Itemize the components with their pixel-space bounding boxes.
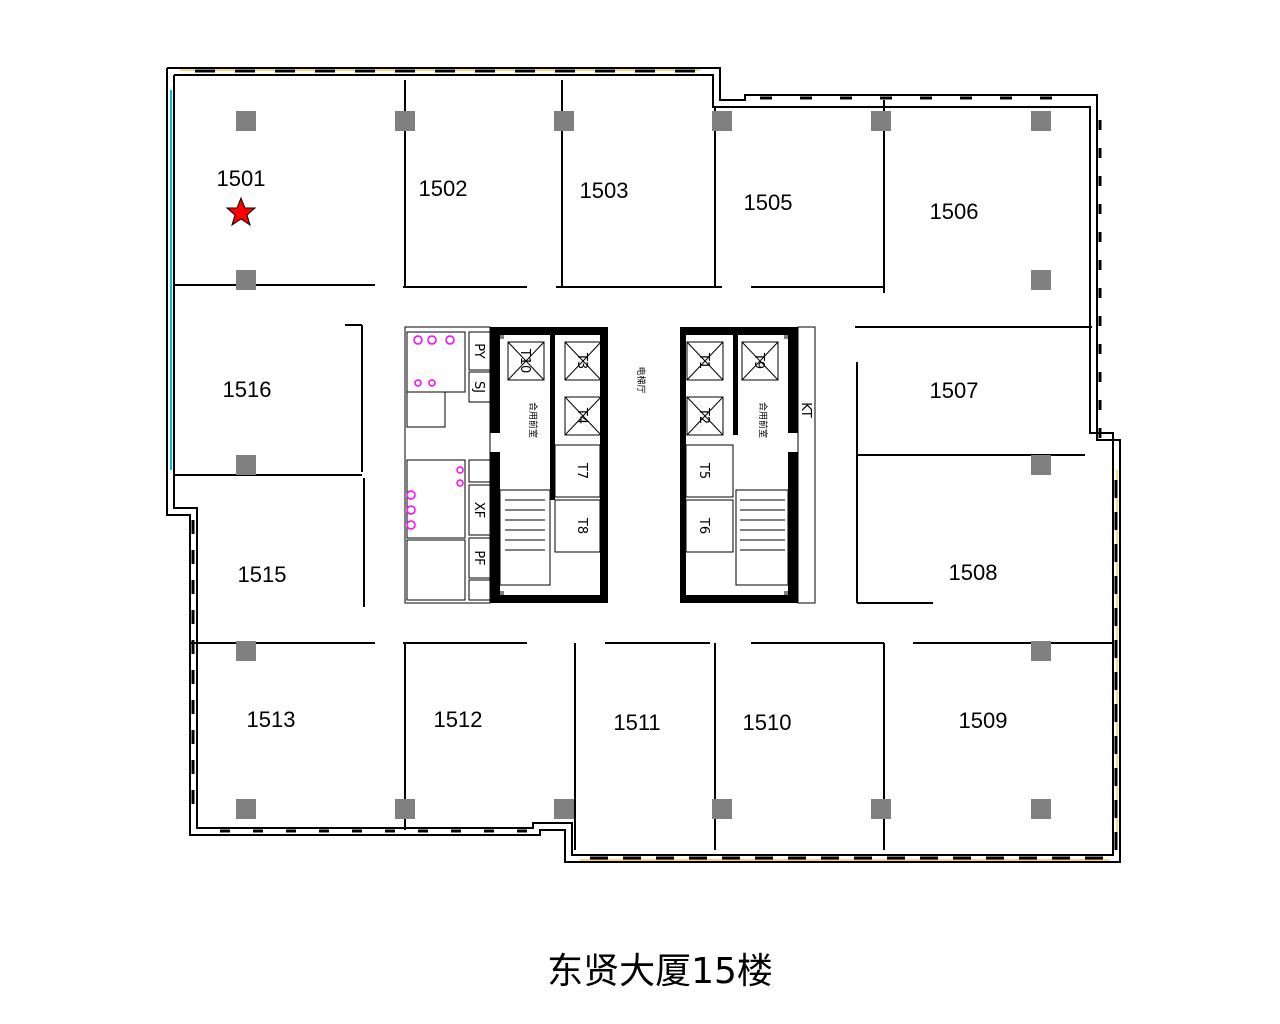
elevator-t10: T10 [517,348,532,373]
elevator-t5: T5 [696,462,711,479]
elevator-t9: T9 [751,352,766,369]
elevator-t1: T1 [696,352,711,369]
room-1516[interactable]: 1516 [223,377,272,402]
column [871,799,891,819]
column [395,799,415,819]
elevator-t2: T2 [696,407,711,424]
room-1511[interactable]: 1511 [613,710,660,735]
label-front-room-right: 合用前室 [757,402,769,438]
outer-walls [166,67,1121,863]
room-1506[interactable]: 1506 [930,199,979,224]
column [236,455,256,475]
column [395,111,415,131]
column [236,641,256,661]
core-labels: T10 T3 T4 T7 T8 T1 T9 T2 T5 T6 PY SJ XF … [471,343,813,565]
label-lobby: 电梯厅 [635,366,647,393]
column [1031,455,1051,475]
right-core [680,326,816,604]
column [554,111,574,131]
column [236,111,256,131]
column [1031,641,1051,661]
elevator-t7: T7 [574,462,589,479]
room-1502[interactable]: 1502 [419,176,468,201]
column [236,270,256,290]
left-core [404,326,608,604]
room-1510[interactable]: 1510 [743,710,792,735]
room-1501[interactable]: 1501 [217,166,266,191]
floor-title: 东贤大厦15楼 [547,951,773,992]
elevator-t3: T3 [574,352,589,369]
room-1512[interactable]: 1512 [434,707,483,732]
room-1515[interactable]: 1515 [238,562,287,587]
column [712,799,732,819]
room-1509[interactable]: 1509 [959,708,1008,733]
shaft-py: PY [471,343,486,359]
elevator-t4: T4 [574,407,589,424]
shaft-pf: PF [471,550,486,565]
room-labels: 1501 1502 1503 1505 1506 1507 1508 1509 … [217,166,1008,735]
shaft-sj: SJ [471,381,486,393]
room-1503[interactable]: 1503 [580,178,629,203]
columns [236,111,1051,819]
partitions [175,80,1112,850]
room-1513[interactable]: 1513 [247,707,296,732]
window-trim [180,69,1118,861]
window-mullions [191,69,1118,860]
column [236,799,256,819]
room-1508[interactable]: 1508 [949,560,998,585]
shaft-xf: XF [471,502,486,518]
column [1031,111,1051,131]
room-1505[interactable]: 1505 [744,190,793,215]
room-1507[interactable]: 1507 [930,378,979,403]
column [712,111,732,131]
column [1031,270,1051,290]
shaft-kt: KT [798,402,813,418]
column [871,111,891,131]
column [554,799,574,819]
star-icon [225,196,257,227]
elevator-t8: T8 [574,517,589,534]
label-front-room-left: 合用前室 [527,402,539,438]
elevator-t6: T6 [696,517,711,534]
column [1031,799,1051,819]
restroom-fixtures [406,335,464,530]
